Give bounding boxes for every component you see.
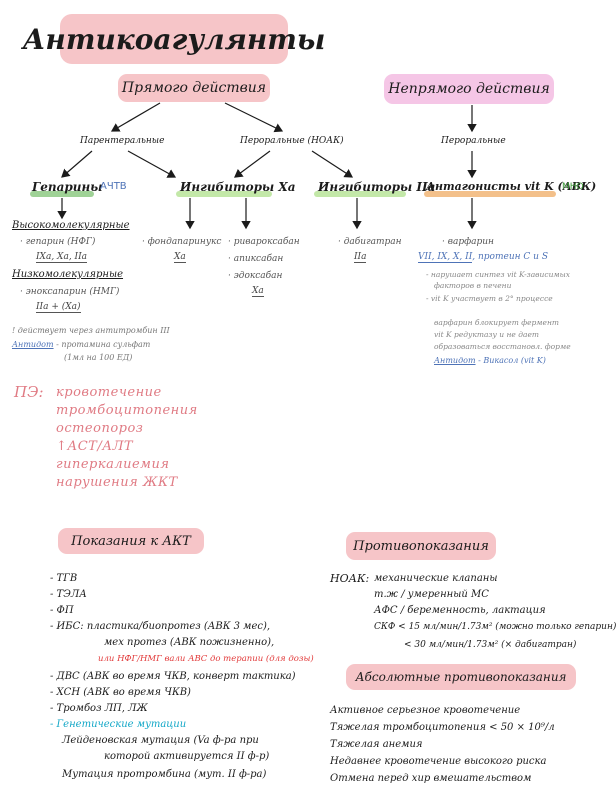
- fonda-factor: Xa: [174, 252, 186, 263]
- arrow-direct-to-peroral: [224, 102, 284, 133]
- route-peroral: Пероральные: [441, 136, 506, 146]
- abs-contra-item: Недавнее кровотечение высокого риска: [330, 756, 547, 767]
- side-effects-label: ПЭ:: [14, 383, 44, 401]
- side-effect-item: нарушения ЖКТ: [56, 475, 178, 490]
- drug-apixaban: · апиксабан: [228, 254, 284, 264]
- drug-rivaroxaban: · ривароксабан: [228, 237, 300, 247]
- lmw-drug: · эноксапарин (НМГ): [20, 287, 120, 297]
- page-title: Антикоагулянты: [23, 14, 325, 64]
- indication-item: - ИБС: пластика/биопротез (АВК 3 мес),: [50, 621, 271, 632]
- heparins-tag: АЧТВ: [100, 181, 127, 192]
- arrow-peroral-to-iia: [311, 150, 354, 178]
- side-effect-item: гиперкалиемия: [56, 457, 170, 472]
- heparin-antidote: Антидот - протамина сульфат: [12, 340, 151, 349]
- drug-dabigatran: · дабигатран: [338, 237, 402, 247]
- hmw-drug: · гепарин (НФГ): [20, 237, 96, 247]
- heparin-antidote-dose: (1мл на 100 ЕД): [64, 353, 133, 362]
- drug-warfarin: · варфарин: [442, 237, 494, 247]
- xa-highlight: [176, 191, 272, 197]
- contra-item: т.ж / умеренный МС: [374, 589, 489, 600]
- dabi-factor: IIa: [354, 252, 367, 263]
- indirect-action-box: Непрямого действия: [384, 74, 554, 104]
- group-avk: Антагонисты vit K (АВК): [426, 180, 597, 193]
- abs-contra-item: Тяжелая тромбоцитопения < 50 × 10⁹/л: [330, 722, 555, 733]
- indication-item: - Генетические мутации: [50, 719, 187, 730]
- avk-note-6: образоваться восстановл. форме: [434, 342, 571, 351]
- indication-item: мех протез (АВК пожизненно),: [104, 637, 275, 648]
- hmw-factors: IXa, Xa, IIa: [36, 252, 88, 263]
- group-inh-iia: Ингибиторы IIa: [318, 180, 436, 194]
- arrow-parenteral-to-heparins: [61, 150, 93, 178]
- indication-item: которой активируется II ф-р): [104, 751, 270, 762]
- drug-edoxaban: · эдоксабан: [228, 271, 283, 281]
- indication-item: - ФП: [50, 605, 74, 616]
- avk-note-1: - нарушает синтез vit K-зависимых: [426, 270, 570, 279]
- noac-xa-factor: Xa: [252, 286, 264, 297]
- contra-item: АФС / беременность, лактация: [374, 605, 546, 616]
- abs-contra-title-box: Абсолютные противопоказания: [346, 664, 576, 690]
- contra-title-box: Противопоказания: [346, 532, 496, 560]
- arrow-direct-to-parenteral: [110, 102, 161, 132]
- contra-noac-label: НОАК:: [330, 572, 370, 585]
- side-effect-item: кровотечение: [56, 385, 162, 400]
- avk-antidote: Антидот - Викасол (vit K): [434, 356, 546, 365]
- side-effect-item: остеопороз: [56, 421, 144, 436]
- avk-note-5: vit K редуктазу и не дает: [434, 330, 540, 339]
- arrow-parenteral-to-xa: [127, 150, 177, 178]
- heparins-highlight: [30, 191, 94, 197]
- side-effects-list: кровотечение тромбоцитопения остеопороз …: [56, 384, 198, 492]
- side-effect-item: ↑АСТ/АЛТ: [56, 439, 134, 454]
- avk-highlight: [424, 191, 556, 197]
- route-parenteral: Парентеральные: [80, 136, 165, 146]
- indication-item: - ДВС (АВК во время ЧКВ, конверт тактика…: [50, 671, 296, 682]
- indication-item: Лейденовская мутация (Va ф-ра при: [62, 735, 259, 746]
- drug-fondaparinux: · фондапаринукс: [142, 237, 222, 247]
- hmw-title: Высокомолекулярные: [12, 220, 130, 231]
- side-effect-item: тромбоцитопения: [56, 403, 198, 418]
- indication-item: - ХСН (АВК во время ЧКВ): [50, 687, 191, 698]
- abs-contra-item: Активное серьезное кровотечение: [330, 705, 521, 716]
- contra-item: механические клапаны: [374, 573, 498, 584]
- group-inh-xa: Ингибиторы Xa: [180, 180, 296, 194]
- indication-item: Мутация протромбина (мут. II ф-ра): [62, 769, 267, 780]
- indication-item: - ТЭЛА: [50, 589, 87, 600]
- indication-item: - Тромбоз ЛП, ЛЖ: [50, 703, 148, 714]
- heparin-note-antithrombin: ! действует через антитромбин III: [12, 326, 170, 335]
- avk-note-2: факторов в печени: [434, 281, 512, 290]
- connector-arrows: [57, 102, 477, 230]
- route-peroral-noac: Пероральные (НОАК): [240, 136, 344, 146]
- avk-tag: МНО: [562, 182, 584, 192]
- abs-contra-item: Тяжелая анемия: [330, 739, 423, 750]
- abs-contra-item: Отмена перед хир вмешательством: [330, 773, 532, 784]
- iia-highlight: [314, 191, 406, 197]
- avk-factors: VII, IX, X, II, протеин C и S: [418, 252, 548, 263]
- arrow-peroral-to-xa: [234, 150, 271, 178]
- contra-item: < 30 мл/мин/1.73м² (× дабигатран): [404, 640, 577, 650]
- indications-title-box: Показания к АКТ: [58, 528, 204, 554]
- lmw-factors: IIa + (Xa): [36, 302, 81, 313]
- contra-item: СКФ < 15 мл/мин/1.73м² (можно только геп…: [374, 622, 616, 632]
- lmw-title: Низкомолекулярные: [12, 269, 124, 280]
- direct-action-box: Прямого действия: [118, 74, 270, 102]
- avk-note-4: варфарин блокирует фермент: [434, 318, 560, 327]
- indication-item: или НФГ/НМГ вали АВС до терапии (для доз…: [98, 654, 314, 664]
- indication-item: - ТГВ: [50, 573, 78, 584]
- avk-note-3: - vit K участвует в 2° процессе: [426, 294, 553, 303]
- group-heparins: Гепарины: [32, 180, 103, 194]
